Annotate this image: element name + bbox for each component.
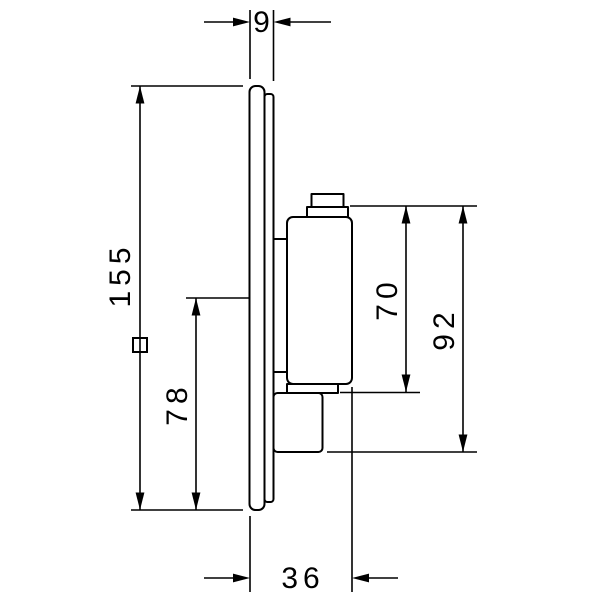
- dimension-upper-body-height: 70: [340, 205, 477, 394]
- arrowhead-left-icon: [273, 17, 291, 27]
- dimension-depth: 36: [204, 387, 398, 595]
- wall-plate-front: [248, 85, 266, 511]
- dimension-label-total-body-height: 92: [428, 307, 461, 350]
- dimension-label-plate-size: 155: [104, 242, 137, 307]
- dimension-label-upper-body-height: 70: [371, 277, 404, 320]
- arrowhead-left-icon: [352, 573, 369, 583]
- body-connector: [272, 238, 289, 373]
- arrowhead-down-icon: [458, 434, 468, 452]
- dimension-label-center-to-bottom: 78: [161, 382, 194, 425]
- dimension-plate-thickness: 9: [204, 6, 331, 81]
- arrowhead-right-icon: [233, 573, 250, 583]
- product-outline: [248, 85, 353, 511]
- arrowhead-up-icon: [401, 206, 411, 224]
- valve-body-step: [286, 383, 339, 394]
- wall-plate-back: [263, 93, 275, 503]
- dimension-center-to-bottom: 78: [161, 297, 249, 510]
- arrowhead-down-icon: [191, 492, 201, 510]
- arrowhead-down-icon: [401, 374, 411, 392]
- lower-housing: [272, 392, 324, 453]
- arrowhead-down-icon: [135, 492, 145, 510]
- arrowhead-up-icon: [135, 86, 145, 104]
- valve-stem-top: [310, 193, 345, 209]
- dimension-label-depth: 36: [281, 562, 324, 595]
- valve-body: [286, 216, 353, 385]
- arrowhead-right-icon: [233, 17, 250, 27]
- arrowhead-up-icon: [191, 298, 201, 316]
- arrowhead-up-icon: [458, 206, 468, 224]
- dimension-plate-size: 155: [104, 85, 243, 511]
- square-symbol-icon: [132, 337, 148, 353]
- dimension-label-plate-thickness: 9: [253, 6, 275, 39]
